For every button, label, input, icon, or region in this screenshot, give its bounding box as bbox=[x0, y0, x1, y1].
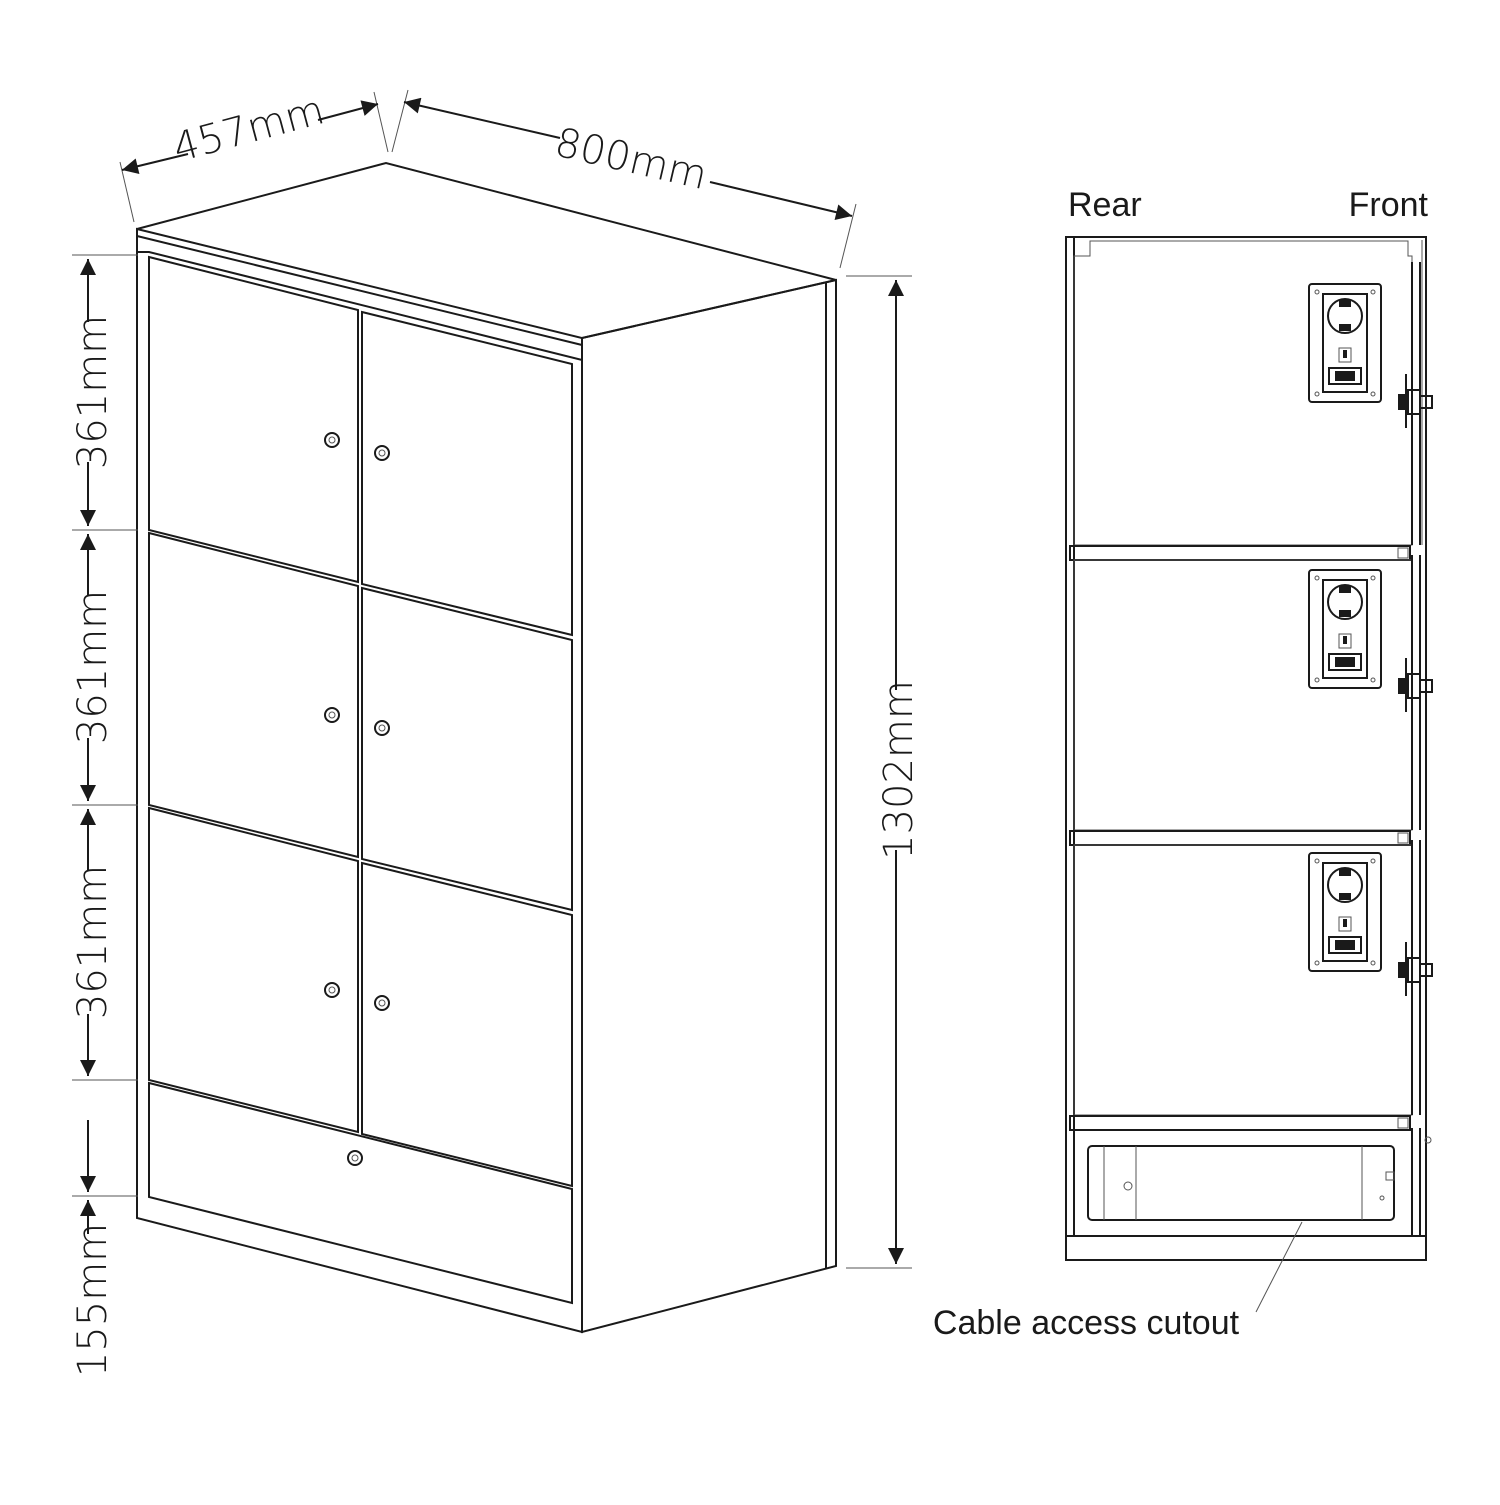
compartment-3-dimension-label: 361mm bbox=[70, 865, 116, 1019]
compartment-1 bbox=[1069, 240, 1423, 561]
door-lock-icon[interactable] bbox=[374, 445, 390, 461]
plinth-section bbox=[1087, 1128, 1432, 1313]
front-label: Front bbox=[1349, 186, 1429, 224]
compartment-2 bbox=[1069, 555, 1421, 846]
section-view: Rear Front bbox=[933, 186, 1433, 1342]
door-lock-icon[interactable] bbox=[324, 982, 340, 998]
drawer-plinth[interactable] bbox=[148, 1081, 573, 1305]
door-lock-icon[interactable] bbox=[324, 432, 340, 448]
door-lock-icon[interactable] bbox=[324, 707, 340, 723]
door-lock-icon[interactable] bbox=[374, 720, 390, 736]
power-socket-icon bbox=[1308, 283, 1382, 403]
cable-tray bbox=[1087, 1145, 1395, 1221]
rear-label: Rear bbox=[1068, 186, 1142, 224]
door-upper-right[interactable] bbox=[361, 310, 573, 637]
plinth-dimension-label: 155mm bbox=[70, 1223, 116, 1377]
door-upper-left[interactable] bbox=[148, 255, 359, 584]
cam-lock-icon bbox=[1398, 658, 1433, 712]
door-middle-right[interactable] bbox=[361, 586, 573, 912]
depth-dimension-label: 457mm bbox=[168, 87, 329, 171]
cabinet-isometric bbox=[136, 161, 837, 1334]
callout-leader bbox=[1255, 1221, 1303, 1313]
cam-lock-icon bbox=[1398, 374, 1433, 428]
door-lower-left[interactable] bbox=[148, 806, 359, 1134]
door-lock-icon[interactable] bbox=[374, 995, 390, 1011]
cabinet-side bbox=[581, 278, 837, 1334]
width-dimension-label: 800mm bbox=[551, 120, 712, 200]
power-socket-icon bbox=[1308, 852, 1382, 972]
dimension-lines bbox=[72, 89, 912, 1269]
drawer-lock-icon[interactable] bbox=[347, 1150, 363, 1166]
height-dimension-label: 1302mm bbox=[876, 680, 922, 860]
cabinet-front-frame bbox=[136, 227, 583, 1334]
power-socket-icon bbox=[1308, 569, 1382, 689]
door-lower-right[interactable] bbox=[361, 861, 573, 1188]
door-middle-left[interactable] bbox=[148, 531, 359, 859]
compartment-1-dimension-label: 361mm bbox=[70, 315, 116, 469]
compartment-2-dimension-label: 361mm bbox=[70, 590, 116, 744]
cable-access-callout: Cable access cutout bbox=[933, 1304, 1240, 1342]
cam-lock-icon bbox=[1398, 942, 1433, 996]
